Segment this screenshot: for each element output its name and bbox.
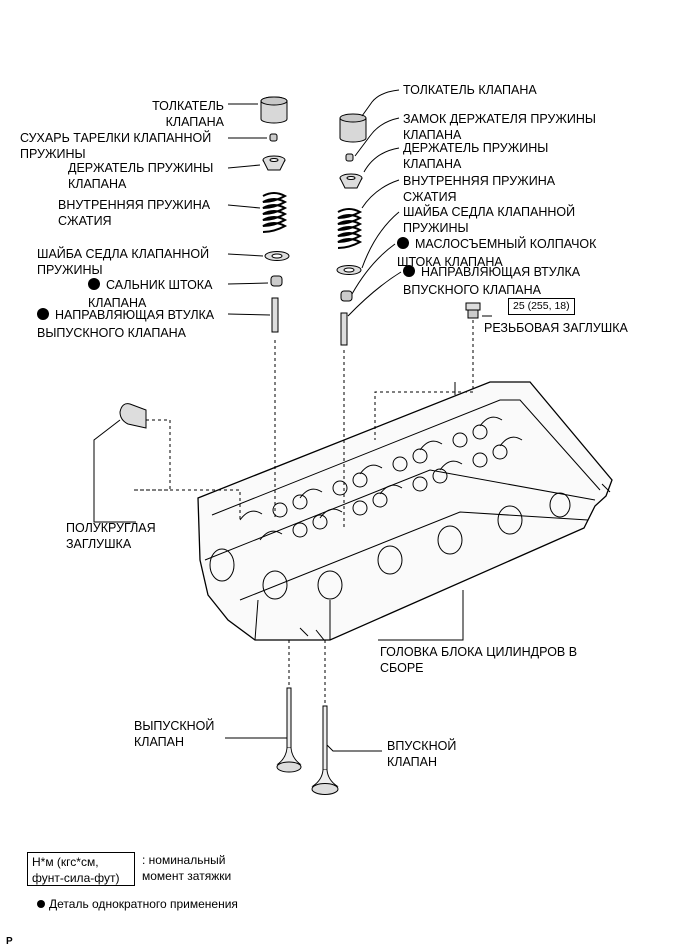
legend-dot-icon bbox=[37, 900, 45, 908]
label-oil-seal-right-wrap: МАСЛОСЪЕМНЫЙ КОЛПАЧОК ШТОКА КЛАПАНА bbox=[397, 235, 596, 271]
stem-seal-left-part bbox=[270, 275, 283, 287]
one-time-use-marker bbox=[397, 237, 409, 249]
legend-one-time: Деталь однократного применения bbox=[49, 897, 238, 911]
seat-left-part bbox=[264, 251, 290, 261]
label-guide-left: НАПРАВЛЯЮЩАЯ ВТУЛКА ВЫПУСКНОГО КЛАПАНА bbox=[37, 308, 215, 340]
label-retainer-left: ДЕРЖАТЕЛЬ ПРУЖИНЫ КЛАПАНА bbox=[68, 161, 214, 191]
legend-one-time-wrap: Деталь однократного применения bbox=[37, 896, 238, 912]
label-seat-right: ШАЙБА СЕДЛА КЛАПАННОЙ ПРУЖИНЫ bbox=[403, 205, 576, 235]
label-guide-right-wrap: НАПРАВЛЯЮЩАЯ ВТУЛКА ВПУСКНОГО КЛАПАНА bbox=[403, 263, 580, 299]
label-seat-left: ШАЙБА СЕДЛА КЛАПАННОЙ ПРУЖИНЫ bbox=[37, 247, 210, 277]
label-cylinder-head: ГОЛОВКА БЛОКА ЦИЛИНДРОВ В СБОРЕ bbox=[380, 645, 578, 675]
lifter-right-part bbox=[339, 113, 367, 143]
label-screw-plug: РЕЗЬБОВАЯ ЗАГЛУШКА bbox=[484, 321, 628, 335]
one-time-use-marker bbox=[37, 308, 49, 320]
cylinder-head-part bbox=[197, 381, 613, 641]
label-guide-right: НАПРАВЛЯЮЩАЯ ВТУЛКА ВПУСКНОГО КЛАПАНА bbox=[403, 265, 581, 297]
label-oil-seal-right: МАСЛОСЪЕМНЫЙ КОЛПАЧОК ШТОКА КЛАПАНА bbox=[397, 237, 597, 269]
guide-right-part bbox=[340, 312, 348, 346]
retainer-left-part bbox=[262, 155, 286, 171]
guide-left-part bbox=[271, 297, 279, 333]
label-stem-seal-left-wrap: САЛЬНИК ШТОКА КЛАПАНА bbox=[88, 276, 212, 312]
keeper-right-part bbox=[345, 153, 354, 162]
label-lifter-left: ТОЛКАТЕЛЬ КЛАПАНА bbox=[152, 99, 224, 129]
spring-right-part bbox=[337, 208, 363, 249]
label-keeper-right: ЗАМОК ДЕРЖАТЕЛЯ ПРУЖИНЫ КЛАПАНА bbox=[403, 112, 596, 142]
spring-left-part bbox=[262, 192, 288, 233]
legend-unit-description: : номинальный момент затяжки bbox=[142, 853, 232, 883]
assembly-lines bbox=[134, 320, 474, 704]
label-spring-left: ВНУТРЕННЯЯ ПРУЖИНА СЖАТИЯ bbox=[58, 198, 211, 228]
label-lifter-right: ТОЛКАТЕЛЬ КЛАПАНА bbox=[403, 83, 537, 97]
exhaust-valve-part bbox=[276, 687, 302, 773]
oil-seal-right-part bbox=[340, 290, 353, 302]
label-exhaust-valve: ВЫПУСКНОЙ КЛАПАН bbox=[134, 719, 215, 749]
one-time-use-marker bbox=[88, 278, 100, 290]
label-intake-valve: ВПУСКНОЙ КЛАПАН bbox=[387, 739, 457, 769]
corner-mark: P bbox=[6, 936, 13, 947]
torque-spec: 25 (255, 18) bbox=[508, 298, 575, 315]
leader-lines bbox=[93, 89, 492, 752]
seat-right-part bbox=[336, 265, 362, 275]
label-spring-right: ВНУТРЕННЯЯ ПРУЖИНА СЖАТИЯ bbox=[403, 174, 556, 204]
screw-plug-part bbox=[465, 302, 481, 319]
lifter-left-part bbox=[260, 96, 288, 124]
label-keeper-left: СУХАРЬ ТАРЕЛКИ КЛАПАННОЙ ПРУЖИНЫ bbox=[20, 131, 212, 161]
legend-unit-box: Н*м (кгс*см, фунт-сила-фут) bbox=[27, 852, 135, 886]
intake-valve-part bbox=[311, 705, 339, 795]
label-retainer-right: ДЕРЖАТЕЛЬ ПРУЖИНЫ КЛАПАНА bbox=[403, 141, 549, 171]
keeper-left-part bbox=[269, 133, 278, 142]
one-time-use-marker bbox=[403, 265, 415, 277]
label-guide-left-wrap: НАПРАВЛЯЮЩАЯ ВТУЛКА ВЫПУСКНОГО КЛАПАНА bbox=[37, 306, 214, 342]
label-half-round-plug: ПОЛУКРУГЛАЯ ЗАГЛУШКА bbox=[66, 521, 156, 551]
half-round-plug-part bbox=[119, 403, 147, 429]
retainer-right-part bbox=[339, 173, 363, 189]
label-stem-seal-left: САЛЬНИК ШТОКА КЛАПАНА bbox=[88, 278, 213, 310]
